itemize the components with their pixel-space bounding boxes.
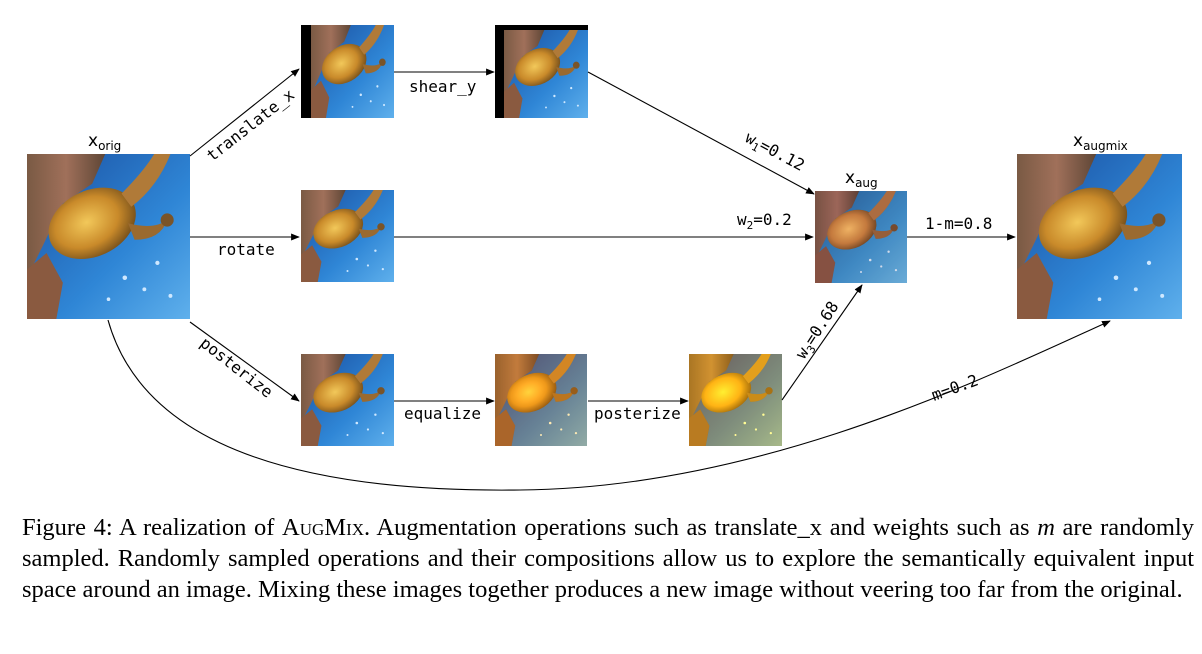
image-shear-y	[495, 25, 588, 118]
image-orig	[27, 154, 190, 319]
label-x-augmix: xaugmix	[1073, 131, 1128, 153]
label-x-orig: xorig	[88, 131, 121, 153]
figure-caption: Figure 4: A realization of AugMix. Augme…	[22, 514, 1194, 603]
op-equalize: equalize	[404, 404, 481, 423]
edge-m	[107, 319, 1111, 491]
edge-posterize-1	[189, 321, 300, 402]
image-posterize-2	[689, 354, 782, 446]
edge-w3	[781, 284, 863, 401]
weight-w2: w2=0.2	[737, 210, 792, 232]
op-translate-x: translate_x	[203, 85, 298, 165]
edge-w1	[587, 71, 815, 195]
label-x-aug: xaug	[845, 168, 878, 190]
weight-w1: w1=0.12	[741, 128, 808, 178]
image-equalize	[495, 354, 587, 446]
op-posterize-1: posterize	[197, 333, 277, 401]
image-translate-x	[301, 25, 394, 118]
weight-w3: w3=0.68	[791, 298, 845, 364]
edge-translate-x	[189, 68, 300, 157]
image-rotate	[301, 190, 394, 282]
image-aug	[815, 191, 907, 283]
weight-m: m=0.2	[929, 370, 981, 404]
image-augmix	[1017, 154, 1182, 319]
op-rotate: rotate	[217, 240, 275, 259]
weight-one-minus-m: 1-m=0.8	[925, 214, 992, 233]
image-posterize-1	[301, 354, 394, 446]
op-shear-y: shear_y	[409, 77, 477, 96]
edges	[107, 68, 1111, 491]
op-posterize-2: posterize	[594, 404, 681, 423]
